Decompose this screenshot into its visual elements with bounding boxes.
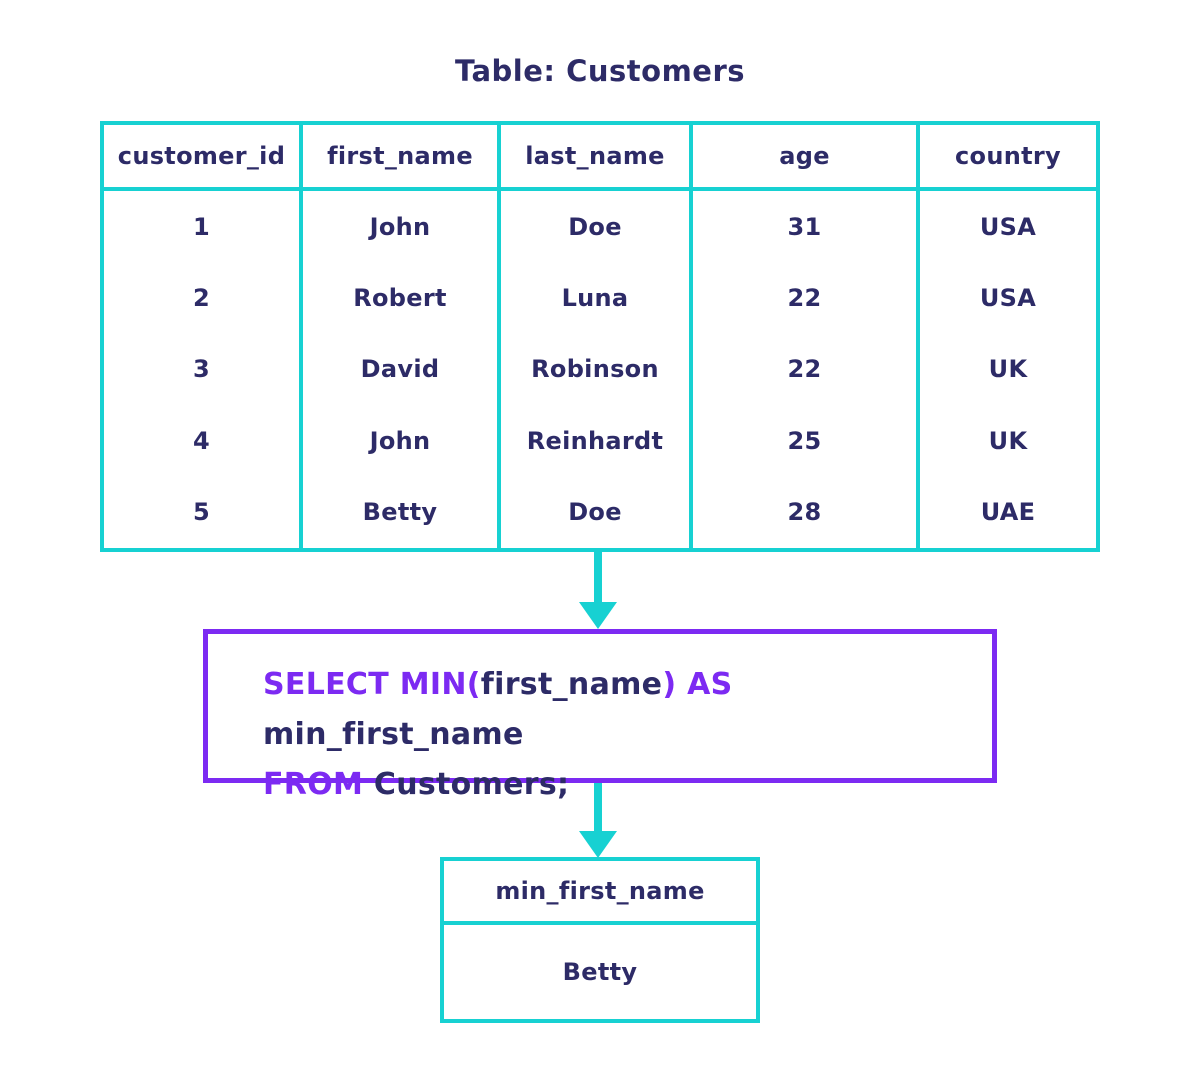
table-cell: 4: [104, 405, 303, 477]
table-cell: 25: [693, 405, 920, 477]
column-header: age: [693, 125, 920, 191]
arrow-query-to-result: [579, 783, 617, 858]
table-cell: UAE: [980, 498, 1036, 527]
result-table: min_first_name Betty: [440, 857, 760, 1023]
column-header: customer_id: [104, 125, 303, 191]
column-header: first_name: [303, 125, 501, 191]
table-cell: Robinson: [501, 333, 693, 406]
table-cell: Doe: [501, 191, 693, 263]
table-cell: 28: [693, 476, 920, 548]
arrow-table-to-query: [579, 552, 617, 629]
sql-token-identifier: Customers;: [373, 767, 570, 802]
arrow-down-icon: [579, 602, 617, 629]
table-cell: Luna: [501, 262, 693, 334]
table-cell: UK: [988, 355, 1028, 384]
table-cell: 2: [104, 262, 303, 334]
diagram-title: Table: Customers: [454, 54, 746, 88]
sql-token-keyword: SELECT MIN(: [263, 667, 481, 702]
sql-token-keyword: ) AS: [662, 667, 744, 702]
arrow-down-icon: [579, 831, 617, 858]
table-cell: John: [303, 405, 501, 477]
table-cell: David: [303, 333, 501, 406]
table-cell: UK: [988, 426, 1028, 455]
sql-token-keyword: FROM: [263, 767, 374, 802]
table-cell: 31: [693, 191, 920, 263]
arrow-stem: [594, 783, 602, 831]
result-value: Betty: [562, 958, 638, 986]
sql-token-identifier: min_first_name: [263, 717, 524, 752]
table-cell: Doe: [501, 476, 693, 548]
column-header: last_name: [501, 125, 693, 191]
sql-token-identifier: first_name: [480, 667, 663, 702]
table-cell: Reinhardt: [501, 405, 693, 477]
result-column-header: min_first_name: [444, 861, 756, 925]
column-header: country: [920, 125, 1096, 191]
table-cell: USA: [979, 212, 1037, 241]
table-cell: 22: [693, 262, 920, 334]
table-cell: 22: [693, 333, 920, 406]
table-cell: Betty: [303, 476, 501, 548]
table-cell: Robert: [303, 262, 501, 334]
table-cell: 3: [104, 333, 303, 406]
sql-line: FROM Customers;: [263, 760, 972, 810]
sql-query-box: SELECT MIN(first_name) AS min_first_name…: [203, 629, 997, 802]
table-cell: 5: [104, 476, 303, 548]
arrow-stem: [594, 552, 602, 602]
table-cell: USA: [979, 284, 1037, 313]
sql-line: SELECT MIN(first_name) AS min_first_name: [263, 660, 972, 760]
table-cell: 1: [104, 191, 303, 263]
table-cell: John: [303, 191, 501, 263]
